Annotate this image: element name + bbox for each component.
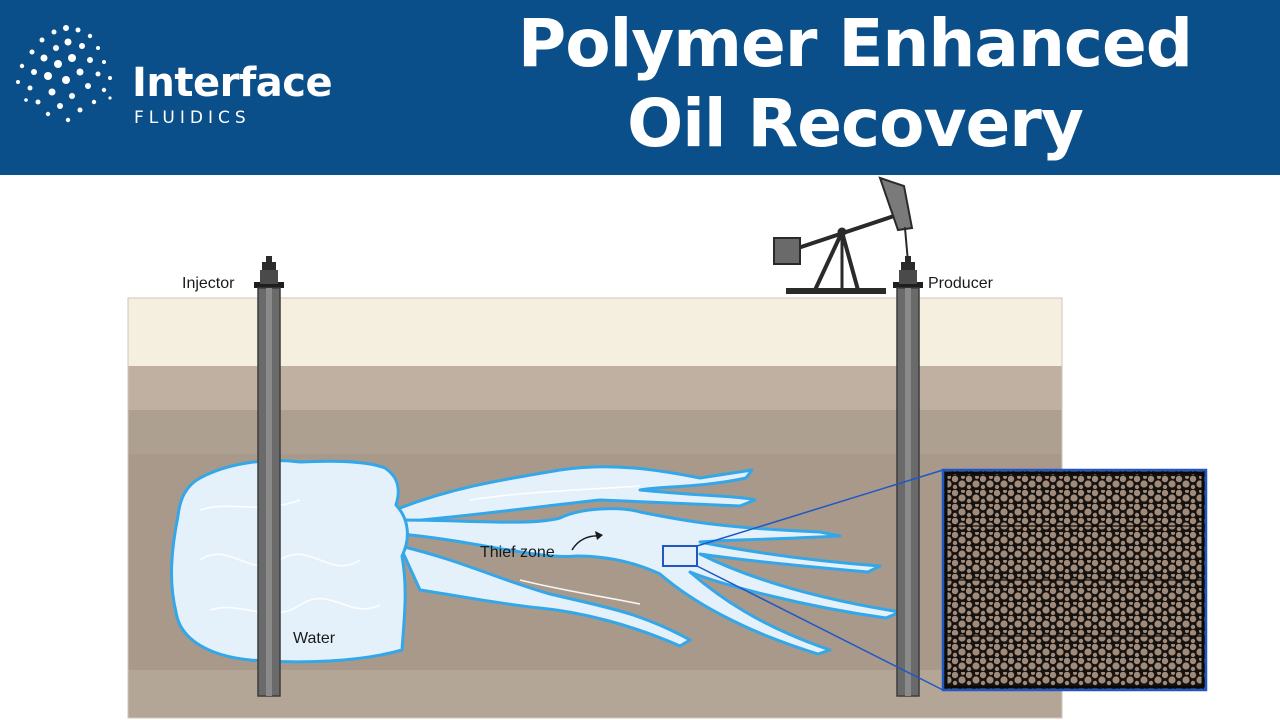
producer-label: Producer <box>928 275 994 292</box>
logo-dots-icon <box>16 25 112 123</box>
header-banner: Interface FLUIDICS Polymer Enhanced Oil … <box>0 0 1280 175</box>
water-finger-thief <box>396 507 902 656</box>
injector-label: Injector <box>182 275 235 292</box>
injector-well <box>254 256 284 697</box>
brand-name: Interface <box>132 60 333 106</box>
pore-zoom-inset <box>662 468 1208 692</box>
page-title: Polymer Enhanced Oil Recovery <box>500 4 1210 164</box>
thief-zone-label: Thief zone <box>480 544 555 561</box>
water-finger-upper <box>393 465 757 524</box>
arrow-head-icon <box>595 531 603 540</box>
zoom-source-box <box>662 545 698 567</box>
water-body <box>170 459 409 664</box>
water-label: Water <box>293 630 336 647</box>
water-finger-lower <box>398 544 692 648</box>
water-flood <box>170 459 902 664</box>
producer-well <box>893 256 923 697</box>
pump-jack <box>773 176 914 294</box>
title-line-1: Polymer Enhanced <box>517 5 1193 82</box>
brand-subtitle: FLUIDICS <box>134 108 251 128</box>
brand-logo: Interface FLUIDICS <box>10 20 340 130</box>
title-line-2: Oil Recovery <box>627 85 1084 162</box>
reservoir-diagram: Injector Producer Thief zone Water <box>127 176 1208 719</box>
